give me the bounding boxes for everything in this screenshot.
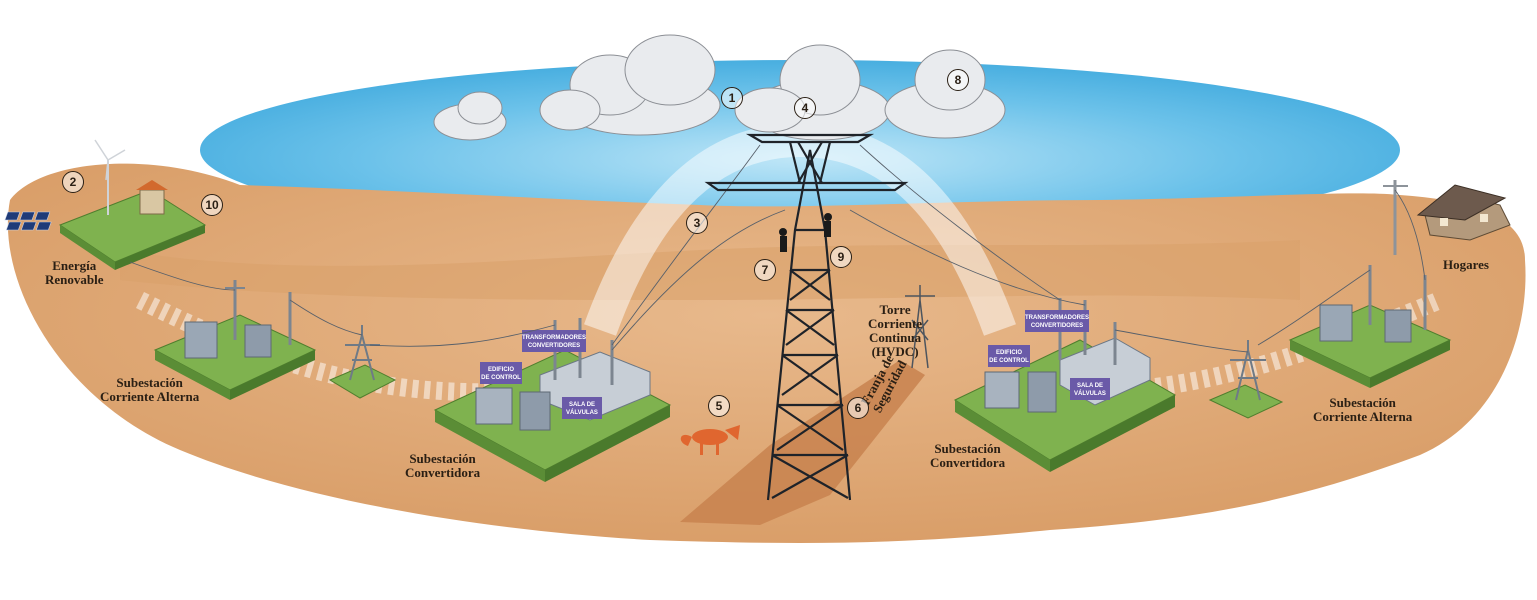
sign-edificio-left-1: EDIFICIO	[488, 367, 514, 373]
label-torre-hvdc: Torre Corriente Continua (HVDC)	[868, 303, 922, 359]
sign-trafo-right-1: TRANSFORMADORES	[1025, 315, 1089, 321]
sign-sala-left-1: SALA DE	[569, 402, 595, 408]
label-subestacion-conv-right-line2: Convertidora	[930, 456, 1005, 470]
marker-7: 7	[754, 259, 776, 281]
marker-6: 6	[847, 397, 869, 419]
sign-trafo-left-2: CONVERTIDORES	[528, 343, 580, 349]
sign-edificio-right-1: EDIFICIO	[996, 350, 1022, 356]
label-hogares-text: Hogares	[1443, 258, 1489, 272]
label-subestacion-ca-left-line2: Corriente Alterna	[100, 390, 199, 404]
marker-2: 2	[62, 171, 84, 193]
sign-edificio-left-2: DE CONTROL	[481, 375, 521, 381]
sign-trafo-right-2: CONVERTIDORES	[1031, 323, 1083, 329]
label-subestacion-ca-left: Subestación Corriente Alterna	[100, 376, 199, 404]
label-subestacion-conv-left-line2: Convertidora	[405, 466, 480, 480]
label-energia-renovable: Energía Renovable	[45, 259, 104, 287]
label-energia-renovable-line2: Renovable	[45, 273, 104, 287]
marker-3: 3	[686, 212, 708, 234]
sign-sala-left-2: VÁLVULAS	[566, 409, 598, 416]
label-subestacion-conv-right-line1: Subestación	[930, 442, 1005, 456]
sign-sala-right-2: VÁLVULAS	[1074, 390, 1106, 397]
sign-sala-right-1: SALA DE	[1077, 383, 1103, 389]
marker-9: 9	[830, 246, 852, 268]
label-torre-hvdc-line1: Torre	[868, 303, 922, 317]
label-subestacion-ca-right-line2: Corriente Alterna	[1313, 410, 1412, 424]
label-subestacion-ca-right: Subestación Corriente Alterna	[1313, 396, 1412, 424]
marker-8: 8	[947, 69, 969, 91]
label-subestacion-conv-left: Subestación Convertidora	[405, 452, 480, 480]
label-hogares: Hogares	[1443, 258, 1489, 272]
marker-1: 1	[721, 87, 743, 109]
label-subestacion-ca-right-line1: Subestación	[1313, 396, 1412, 410]
label-energia-renovable-line1: Energía	[45, 259, 104, 273]
marker-10: 10	[201, 194, 223, 216]
label-subestacion-conv-left-line1: Subestación	[405, 452, 480, 466]
label-torre-hvdc-line2: Corriente	[868, 317, 922, 331]
sign-edificio-right-2: DE CONTROL	[989, 358, 1029, 364]
marker-4: 4	[794, 97, 816, 119]
label-torre-hvdc-line3: Continua	[868, 331, 922, 345]
marker-5: 5	[708, 395, 730, 417]
label-subestacion-ca-left-line1: Subestación	[100, 376, 199, 390]
label-subestacion-conv-right: Subestación Convertidora	[930, 442, 1005, 470]
sign-trafo-left-1: TRANSFORMADORES	[522, 335, 586, 341]
